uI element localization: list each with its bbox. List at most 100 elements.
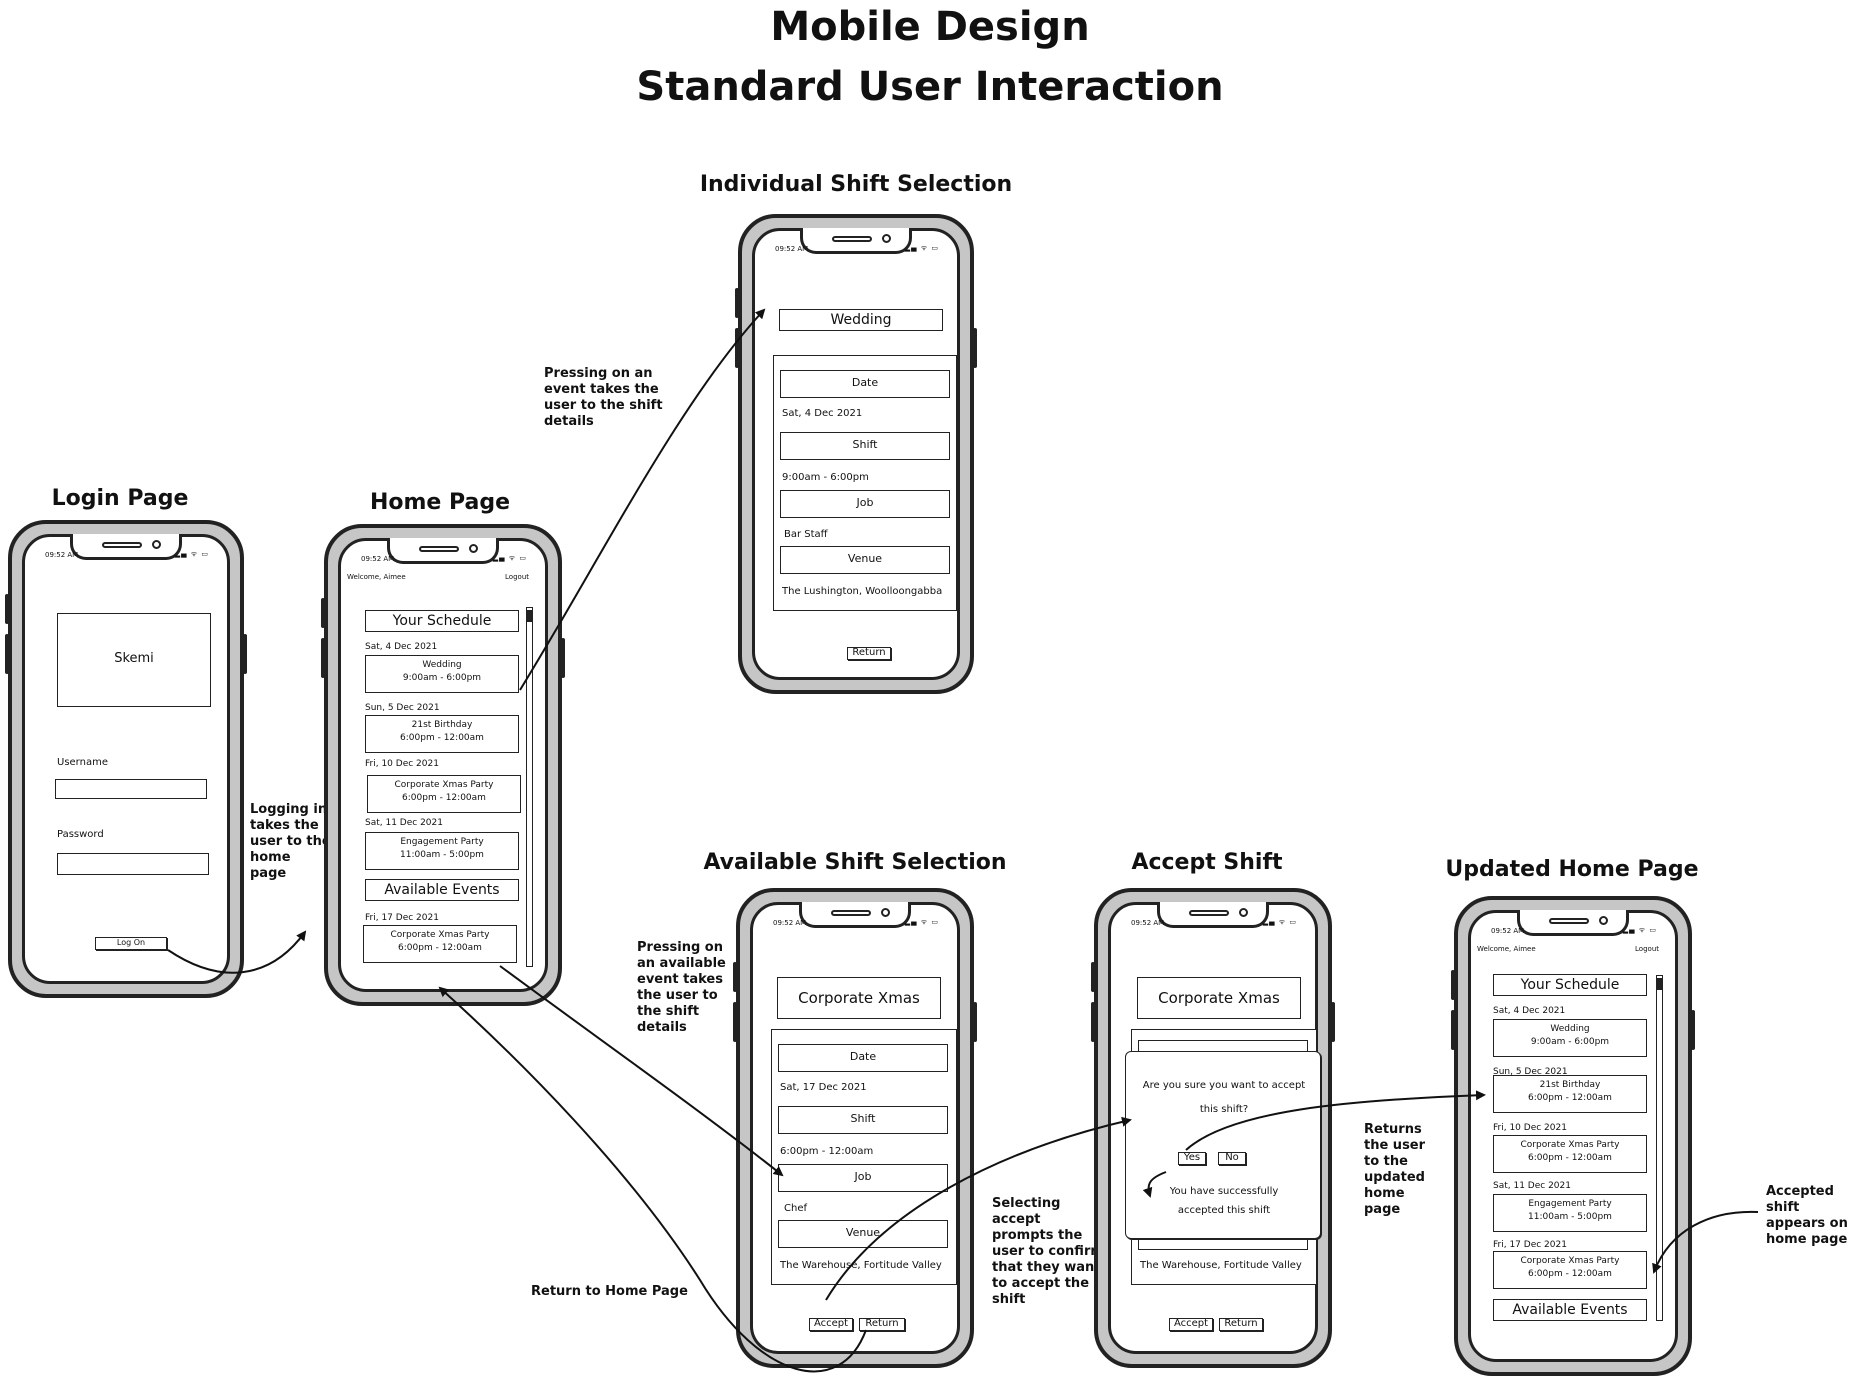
return-button[interactable]: Return xyxy=(1219,1318,1263,1331)
venue-value: The Warehouse, Fortitude Valley xyxy=(780,1260,942,1271)
date-header: Date xyxy=(778,1044,948,1072)
phone-available-shift: 09:52 AM ▂▄ ᯤ ▭ Corporate Xmas Party Dat… xyxy=(733,888,977,1368)
arrow-accept-to-dialog xyxy=(825,1116,1132,1301)
shift-value: 9:00am - 6:00pm xyxy=(782,472,869,483)
event-date: Sat, 11 Dec 2021 xyxy=(365,818,443,828)
confirm-question: Are you sure you want to accept xyxy=(1142,1080,1306,1091)
status-time: 09:52 AM xyxy=(361,555,395,563)
available-events-header: Available Events xyxy=(1493,1299,1647,1321)
yes-button[interactable]: Yes xyxy=(1178,1152,1206,1165)
password-label: Password xyxy=(57,829,104,840)
label-available-shift: Available Shift Selection xyxy=(703,850,1007,875)
job-value: Chef xyxy=(784,1203,807,1214)
logout-link[interactable]: Logout xyxy=(505,573,529,581)
venue-header: Venue xyxy=(780,546,950,574)
shift-header: Shift xyxy=(780,432,950,460)
event-date: Fri, 10 Dec 2021 xyxy=(1493,1123,1567,1133)
shift-details-panel: Date Sat, 17 Dec 2021 Shift 6:00pm - 12:… xyxy=(771,1029,957,1285)
event-date: Fri, 17 Dec 2021 xyxy=(1493,1240,1567,1250)
no-button[interactable]: No xyxy=(1218,1152,1246,1165)
label-home-page: Home Page xyxy=(369,490,511,515)
job-value: Bar Staff xyxy=(784,529,828,540)
confirm-question-2: this shift? xyxy=(1199,1104,1249,1115)
phone-updated-home: 09:52 AM ▂▄ ᯤ ▭ Welcome, Aimee Logout Yo… xyxy=(1451,896,1695,1376)
return-button[interactable]: Return xyxy=(847,647,891,660)
label-login-page: Login Page xyxy=(51,486,189,511)
your-schedule-header: Your Schedule xyxy=(1493,974,1647,996)
log-on-button[interactable]: Log On xyxy=(95,937,167,950)
welcome-text: Welcome, Aimee xyxy=(1477,945,1536,953)
accept-button[interactable]: Accept xyxy=(809,1318,853,1331)
job-header: Job xyxy=(778,1164,948,1192)
venue-value: The Lushington, Woolloongabba xyxy=(782,586,943,597)
shift-event-title: Wedding xyxy=(779,309,943,331)
status-time: 09:52 AM xyxy=(775,245,809,253)
diagram-title-line2: Standard User Interaction xyxy=(636,64,1224,110)
accept-button[interactable]: Accept xyxy=(1169,1318,1213,1331)
status-icons: ▂▄ ᯤ ▭ xyxy=(904,244,939,252)
event-date: Sat, 4 Dec 2021 xyxy=(365,642,438,652)
home-scrollbar[interactable] xyxy=(1656,975,1663,1321)
arrow-login-to-home xyxy=(167,930,307,974)
status-icons: ▂▄ ᯤ ▭ xyxy=(492,554,527,562)
label-updated-home: Updated Home Page xyxy=(1445,857,1699,882)
success-message: You have successfully xyxy=(1169,1186,1279,1197)
success-message-2: accepted this shift xyxy=(1177,1205,1271,1216)
event-date: Fri, 10 Dec 2021 xyxy=(365,759,439,769)
status-time: 09:52 AM xyxy=(773,919,807,927)
diagram-title-line1: Mobile Design xyxy=(770,4,1090,50)
username-label: Username xyxy=(57,757,108,768)
arrow-yes-to-success xyxy=(1142,1171,1167,1198)
phone-home: 09:52 AM ▂▄ ᯤ ▭ Welcome, Aimee Logout Yo… xyxy=(321,524,565,1006)
welcome-text: Welcome, Aimee xyxy=(347,573,406,581)
shift-header: Shift xyxy=(778,1106,948,1134)
shift-value: 6:00pm - 12:00am xyxy=(780,1146,874,1157)
arrow-accepted-appears xyxy=(1652,1210,1759,1274)
date-value: Sat, 17 Dec 2021 xyxy=(780,1082,867,1093)
job-header: Job xyxy=(780,490,950,518)
venue-header: Venue xyxy=(778,1220,948,1248)
status-icons: ▂▄ ᯤ ▭ xyxy=(174,550,209,558)
event-date: Sat, 11 Dec 2021 xyxy=(1493,1181,1571,1191)
label-accept-shift: Accept Shift xyxy=(1131,850,1283,875)
arrow-dialog-to-updated xyxy=(1185,1090,1486,1151)
event-date: Sat, 4 Dec 2021 xyxy=(1493,1006,1566,1016)
status-icons: ▂▄ ᯤ ▭ xyxy=(1262,918,1297,926)
return-button[interactable]: Return xyxy=(859,1318,905,1331)
home-scrollbar[interactable] xyxy=(526,607,533,967)
event-date: Sun, 5 Dec 2021 xyxy=(365,703,440,713)
username-input[interactable] xyxy=(55,779,207,799)
status-time: 09:52 AM xyxy=(45,551,79,559)
logout-link[interactable]: Logout xyxy=(1635,945,1659,953)
password-input[interactable] xyxy=(57,853,209,875)
arrow-home-to-individual xyxy=(519,308,766,691)
event-date: Sun, 5 Dec 2021 xyxy=(1493,1067,1568,1077)
confirm-dialog: Are you sure you want to accept this shi… xyxy=(1125,1051,1321,1239)
arrow-return-to-home xyxy=(438,986,867,1373)
label-individual-shift: Individual Shift Selection xyxy=(699,172,1013,197)
status-time: 09:52 AM xyxy=(1491,927,1525,935)
event-date: Fri, 17 Dec 2021 xyxy=(365,913,439,923)
arrow-home-to-available xyxy=(499,965,784,1177)
date-value: Sat, 4 Dec 2021 xyxy=(782,408,863,419)
status-icons: ▂▄ ᯤ ▭ xyxy=(1622,926,1657,934)
status-time: 09:52 AM xyxy=(1131,919,1165,927)
logo-box: Skemi xyxy=(57,613,211,707)
your-schedule-header: Your Schedule xyxy=(365,610,519,632)
note-return-home: Return to Home Page xyxy=(531,1284,688,1299)
